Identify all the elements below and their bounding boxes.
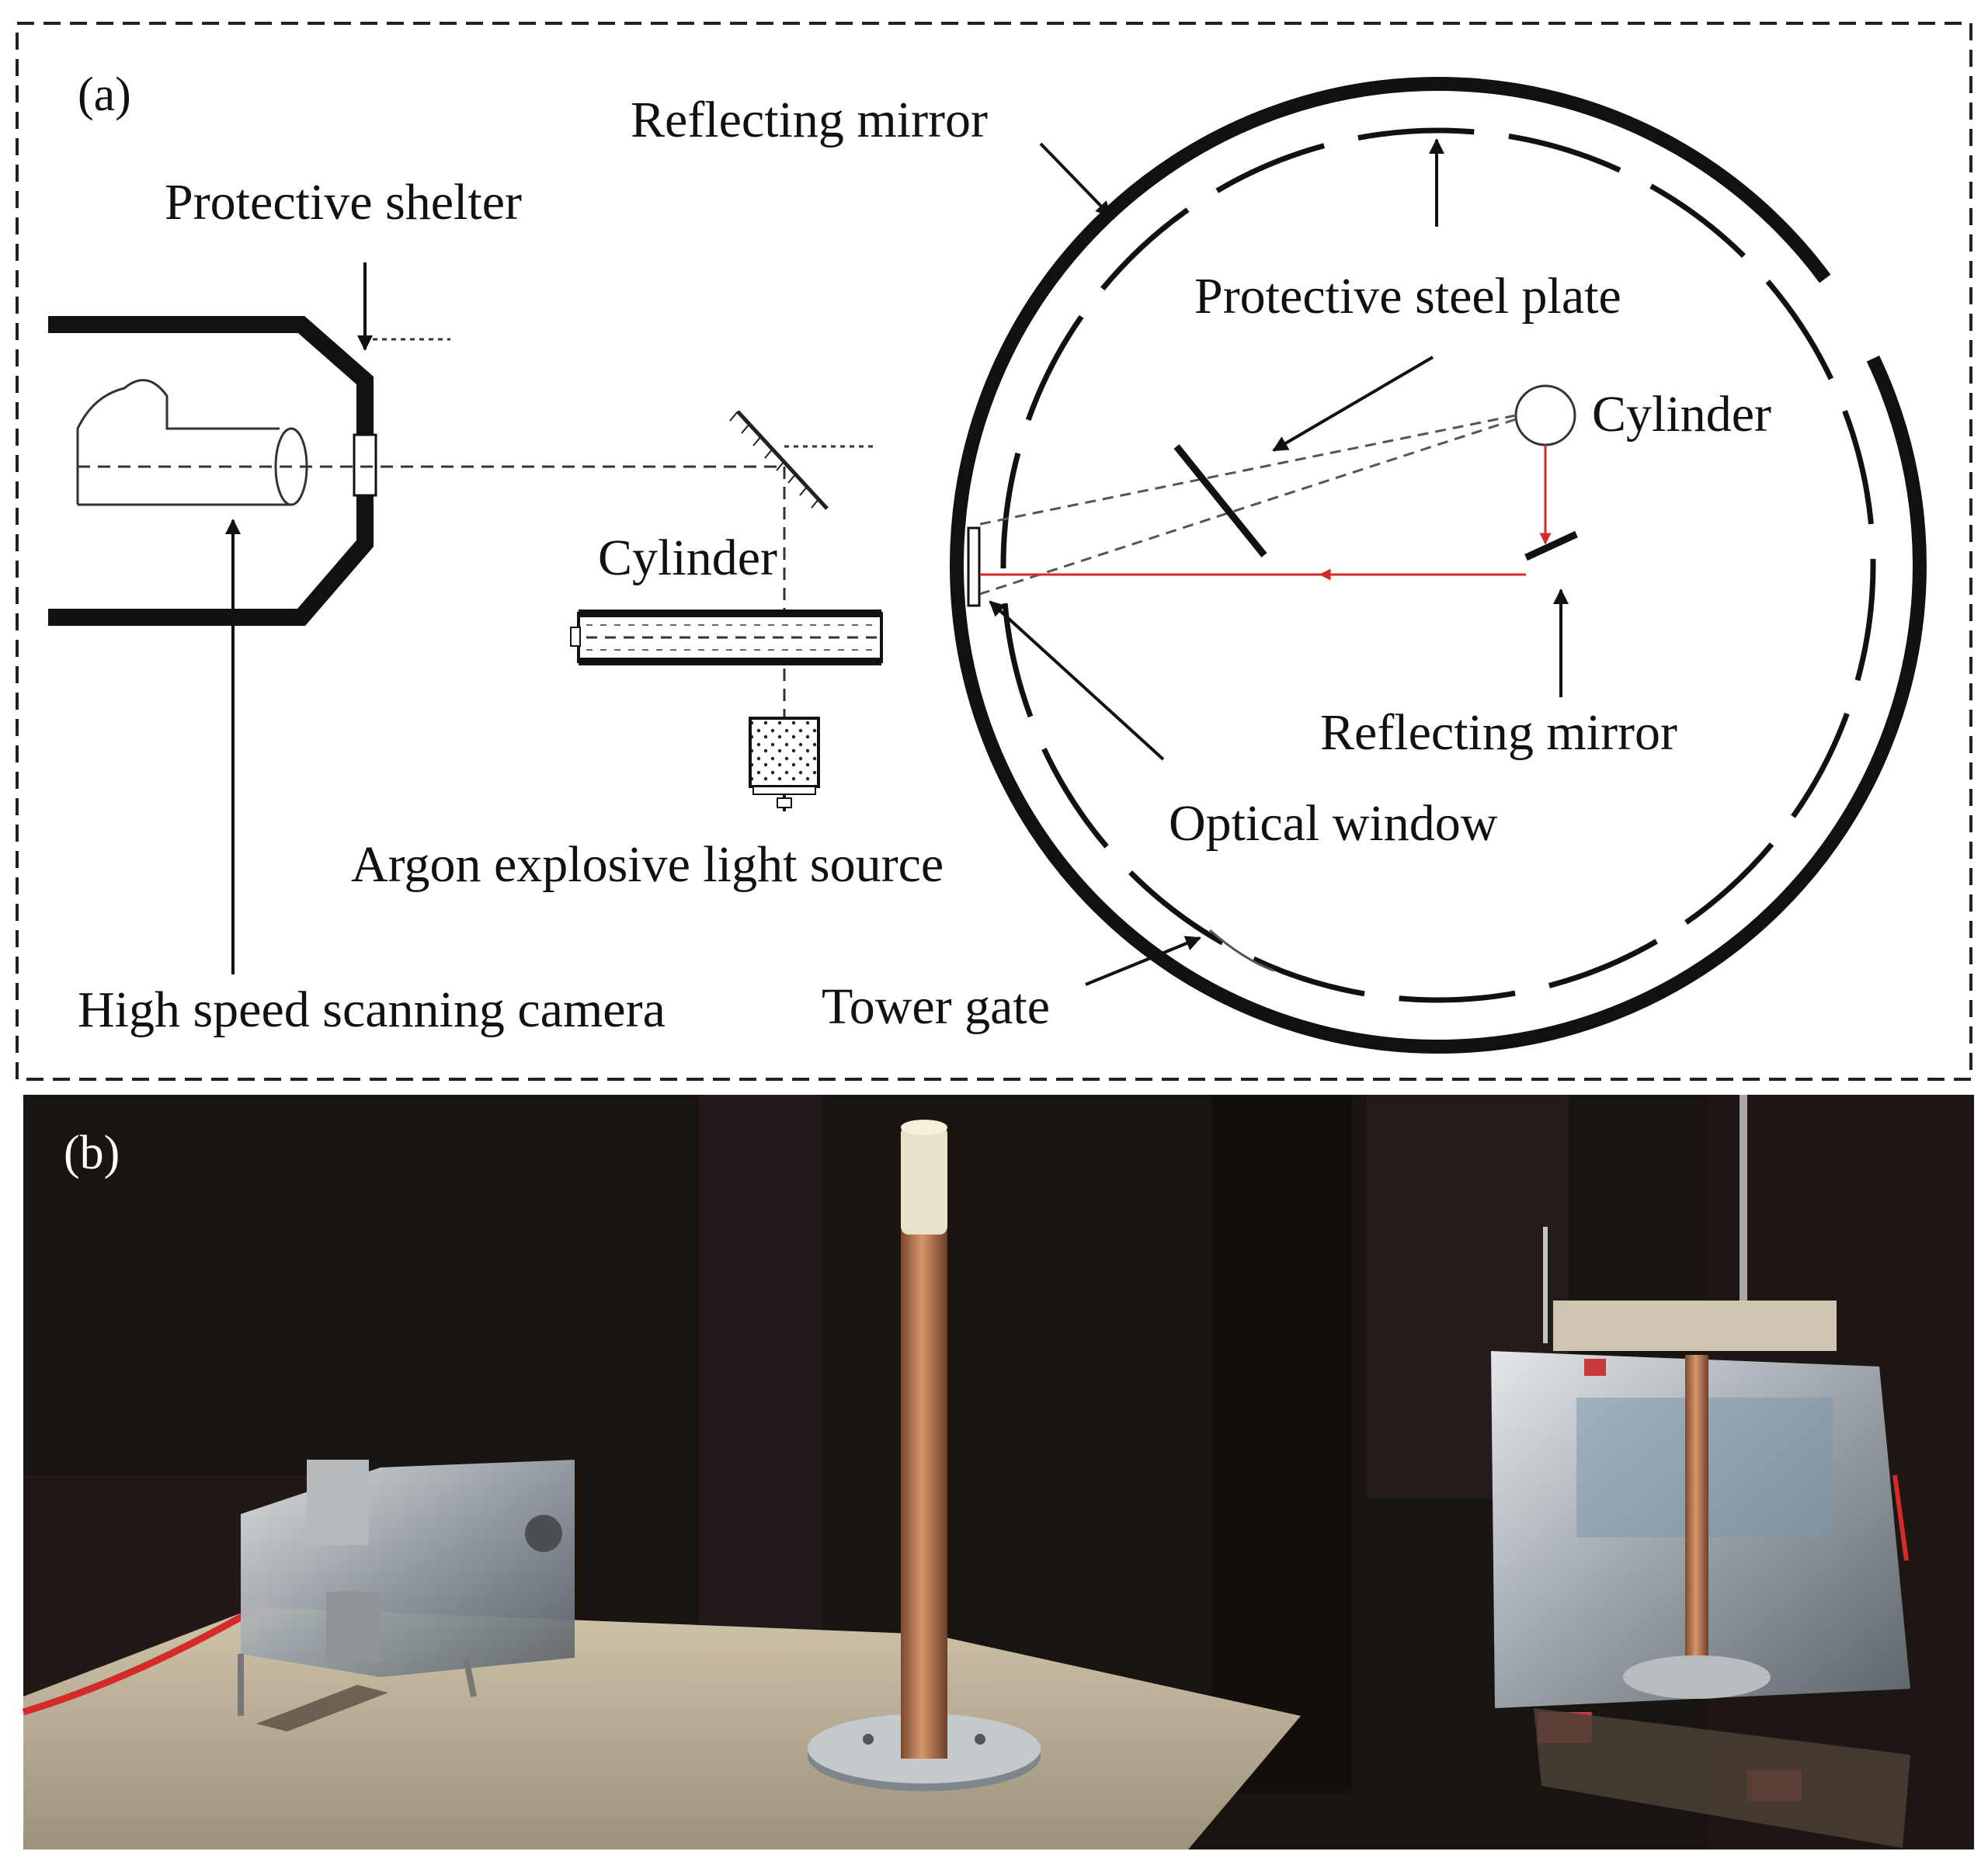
panel-a: (a) — [16, 22, 1972, 1081]
label-tower-gate: Tower gate — [822, 978, 1050, 1035]
label-protective-steel-plate: Protective steel plate — [1194, 268, 1621, 325]
panel-a-frame — [16, 22, 1972, 1081]
label-cylinder-right: Cylinder — [1592, 386, 1771, 443]
label-protective-shelter: Protective shelter — [165, 174, 522, 231]
cylinder-horizontal-shape — [570, 610, 883, 665]
light-source-fixture — [238, 1460, 575, 1731]
laser-path — [980, 445, 1552, 581]
label-optical-window: Optical window — [1169, 795, 1498, 852]
optical-axis-lines — [78, 338, 874, 718]
label-reflecting-mirror-inner: Reflecting mirror — [1320, 704, 1677, 761]
steel-plate-shape — [1173, 444, 1267, 557]
reflection-rays — [979, 414, 1517, 596]
panel-b-photo: (b) — [22, 1095, 1974, 1849]
cylinder-top-view-shape — [1514, 384, 1576, 446]
label-reflecting-mirror-top: Reflecting mirror — [631, 92, 988, 148]
turning-mirror-shape — [729, 410, 829, 510]
label-argon-light-source: Argon explosive light source — [351, 836, 944, 893]
optical-window-shape — [967, 526, 981, 607]
leader-arrows — [225, 138, 1569, 986]
argon-light-source-shape — [749, 717, 820, 811]
label-high-speed-camera: High speed scanning camera — [78, 981, 666, 1038]
mirror-assembly — [1491, 1095, 1910, 1848]
panel-b-label: (b) — [64, 1127, 120, 1179]
copper-cylinder — [808, 1120, 1041, 1791]
small-mirror-shape — [1524, 530, 1578, 561]
panel-a-label: (a) — [78, 68, 131, 121]
label-cylinder-center: Cylinder — [598, 530, 777, 586]
protective-shelter-shape — [48, 316, 377, 626]
tower-ring — [950, 77, 1927, 1054]
